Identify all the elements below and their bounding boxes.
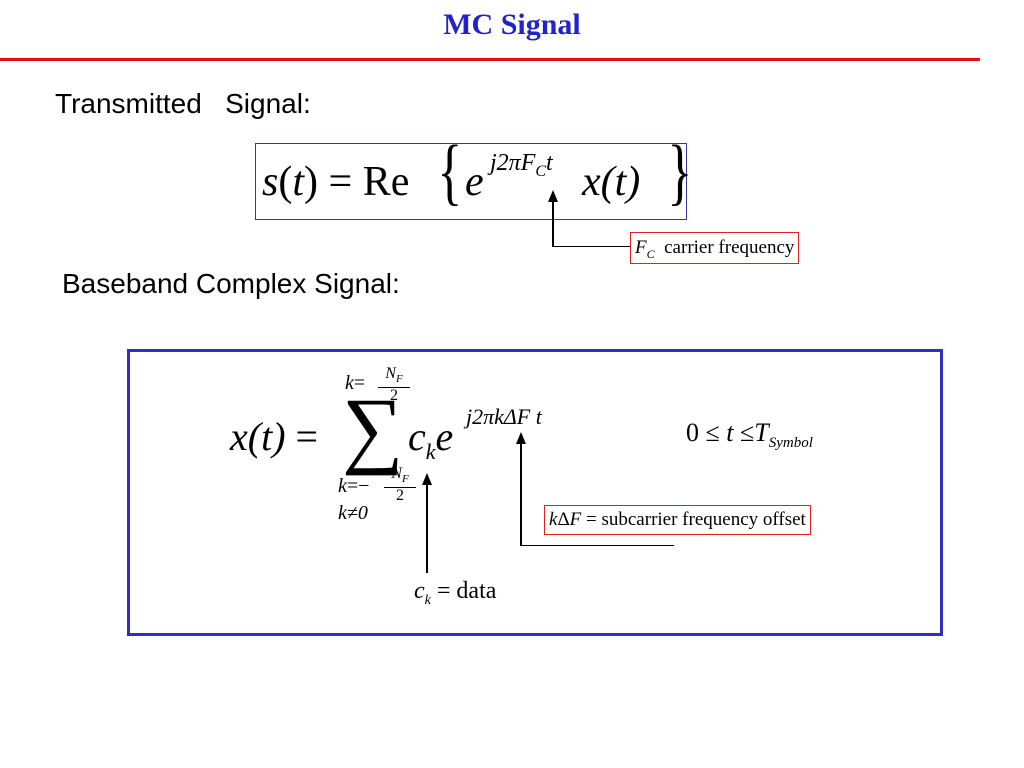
- range-le-2: ≤: [740, 418, 755, 447]
- eq1-re: Re: [362, 159, 410, 205]
- eq2-lower-eq: =−: [346, 475, 370, 497]
- eq2-x: x: [230, 414, 248, 459]
- baseband-signal-heading: Baseband Complex Signal:: [62, 268, 400, 299]
- eq2-e: e: [435, 414, 454, 459]
- ck-arrowhead: [422, 473, 432, 485]
- slide-title: MC Signal: [443, 8, 581, 41]
- eq1-exp-j2pi: j2π: [490, 150, 521, 176]
- symbol-time-range: 0 ≤ t ≤TSymbol: [686, 418, 813, 452]
- fc-arrow-vertical: [552, 200, 554, 247]
- transmitted-signal-equation: s(t) = Re: [262, 158, 409, 206]
- eq1-exp-t: t: [546, 150, 553, 176]
- eq2-upper-limit: k=: [345, 372, 365, 395]
- eq1-e: e: [465, 159, 484, 205]
- eq2-upper-fraction: NF 2: [378, 366, 410, 404]
- eq2-exponent: j2πkΔF t: [466, 404, 542, 429]
- transmitted-signal-heading: Transmitted Signal:: [55, 88, 311, 119]
- eq1-exponent: j2πFCt: [490, 150, 553, 181]
- eq2-lower-den: 2: [396, 487, 404, 505]
- baseband-signal-equation-box: [127, 349, 943, 636]
- kdf-F: F: [569, 509, 582, 530]
- eq1-x-term: x(t): [582, 158, 640, 206]
- eq2-upper-eq: =: [353, 372, 366, 394]
- fc-text: carrier frequency: [664, 237, 795, 258]
- carrier-frequency-label: FC carrier frequency: [630, 232, 800, 264]
- transmitted-signal-equation-box: [255, 143, 687, 220]
- fc-C: C: [646, 246, 655, 261]
- kdf-delta: Δ: [557, 509, 570, 530]
- eq1-brace-close: }: [667, 131, 693, 213]
- eq1-s: s: [262, 159, 279, 205]
- eq2-c: c: [408, 414, 426, 459]
- ck-sub: k: [424, 592, 431, 608]
- data-label: ck = data: [414, 578, 496, 609]
- eq2-equals: =: [295, 414, 319, 459]
- eq2-upper-den: 2: [390, 387, 398, 405]
- summation-symbol: ∑: [342, 380, 404, 476]
- kdf-arrow-horizontal: [520, 545, 674, 546]
- eq2-lower-F: F: [401, 473, 409, 486]
- eq2-lower-fraction: NF 2: [384, 466, 416, 504]
- eq2-lower-condition: k≠0: [338, 502, 368, 524]
- eq2-c-sub: k: [425, 439, 436, 464]
- eq1-x: x: [582, 159, 601, 205]
- range-T: T: [754, 418, 769, 447]
- eq2-lower-k: k: [338, 475, 347, 497]
- eq1-x-arg: (t): [600, 159, 641, 205]
- subcarrier-offset-label: kΔF = subcarrier frequency offset: [544, 505, 811, 535]
- ck-rest: = data: [436, 578, 497, 604]
- eq1-exp-F: F: [520, 150, 536, 176]
- ck-c: c: [414, 578, 425, 604]
- fc-arrow-horizontal: [552, 246, 630, 247]
- range-zero: 0: [686, 418, 699, 447]
- range-t: t: [726, 418, 734, 447]
- eq1-equals: =: [328, 159, 353, 205]
- eq1-exp-C: C: [535, 162, 547, 180]
- eq1-paren-close: ): [304, 159, 319, 205]
- range-symbol-sub: Symbol: [768, 435, 813, 452]
- eq1-t: t: [292, 159, 305, 205]
- eq2-lower-limit: k=−: [338, 475, 369, 498]
- eq2-lhs: x(t) =: [230, 413, 318, 460]
- ck-arrow-vertical: [426, 483, 428, 573]
- eq2-x-arg: (t): [247, 414, 286, 459]
- kdf-arrowhead: [516, 432, 526, 444]
- fc-arrowhead: [548, 190, 558, 202]
- eq2-upper-F: F: [395, 373, 403, 386]
- eq1-paren-open: (: [278, 159, 293, 205]
- kdf-k: k: [549, 509, 558, 530]
- kdf-arrow-vertical: [520, 442, 522, 546]
- kdf-rest: = subcarrier frequency offset: [586, 509, 806, 530]
- eq2-ck-term: cke: [408, 413, 453, 465]
- eq2-upper-N: N: [385, 365, 396, 382]
- range-le-1: ≤: [705, 418, 720, 447]
- fc-F: F: [635, 237, 647, 258]
- title-divider: [0, 58, 980, 61]
- eq2-upper-k: k: [345, 372, 354, 394]
- eq1-brace-open: {: [437, 131, 463, 213]
- eq2-lower-N: N: [391, 465, 402, 482]
